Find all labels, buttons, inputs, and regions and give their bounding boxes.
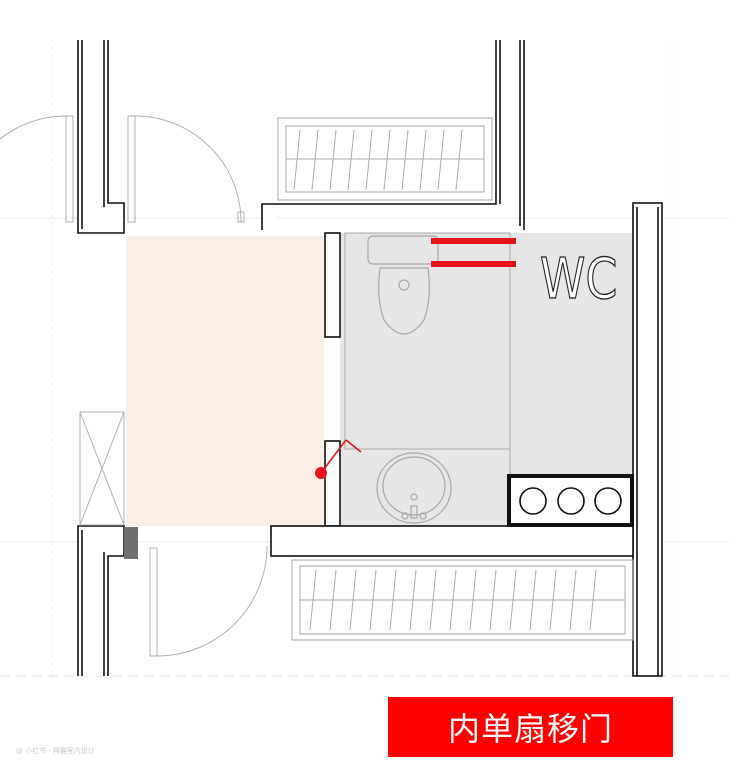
swing-door-bottom bbox=[149, 545, 268, 657]
wardrobe-bottom bbox=[291, 559, 634, 641]
watermark: @ 小红书 · 阿猫室内设计 bbox=[16, 747, 95, 755]
room-label-wc: WC bbox=[540, 247, 617, 313]
caption-banner: 内单扇移门 bbox=[388, 697, 673, 757]
three-burner-hob bbox=[507, 474, 634, 527]
walls bbox=[77, 40, 663, 677]
caption-text: 内单扇移门 bbox=[447, 710, 613, 748]
door-stop bbox=[124, 527, 138, 559]
storage-cabinet bbox=[79, 411, 125, 526]
corridor-area bbox=[126, 236, 324, 526]
washbasin bbox=[376, 452, 452, 524]
towel-rack bbox=[431, 238, 516, 267]
swing-door-top bbox=[127, 115, 245, 223]
toilet bbox=[367, 235, 439, 335]
sliding-door bbox=[315, 439, 362, 479]
swing-door-left bbox=[0, 115, 74, 223]
wardrobe-top bbox=[277, 117, 493, 201]
